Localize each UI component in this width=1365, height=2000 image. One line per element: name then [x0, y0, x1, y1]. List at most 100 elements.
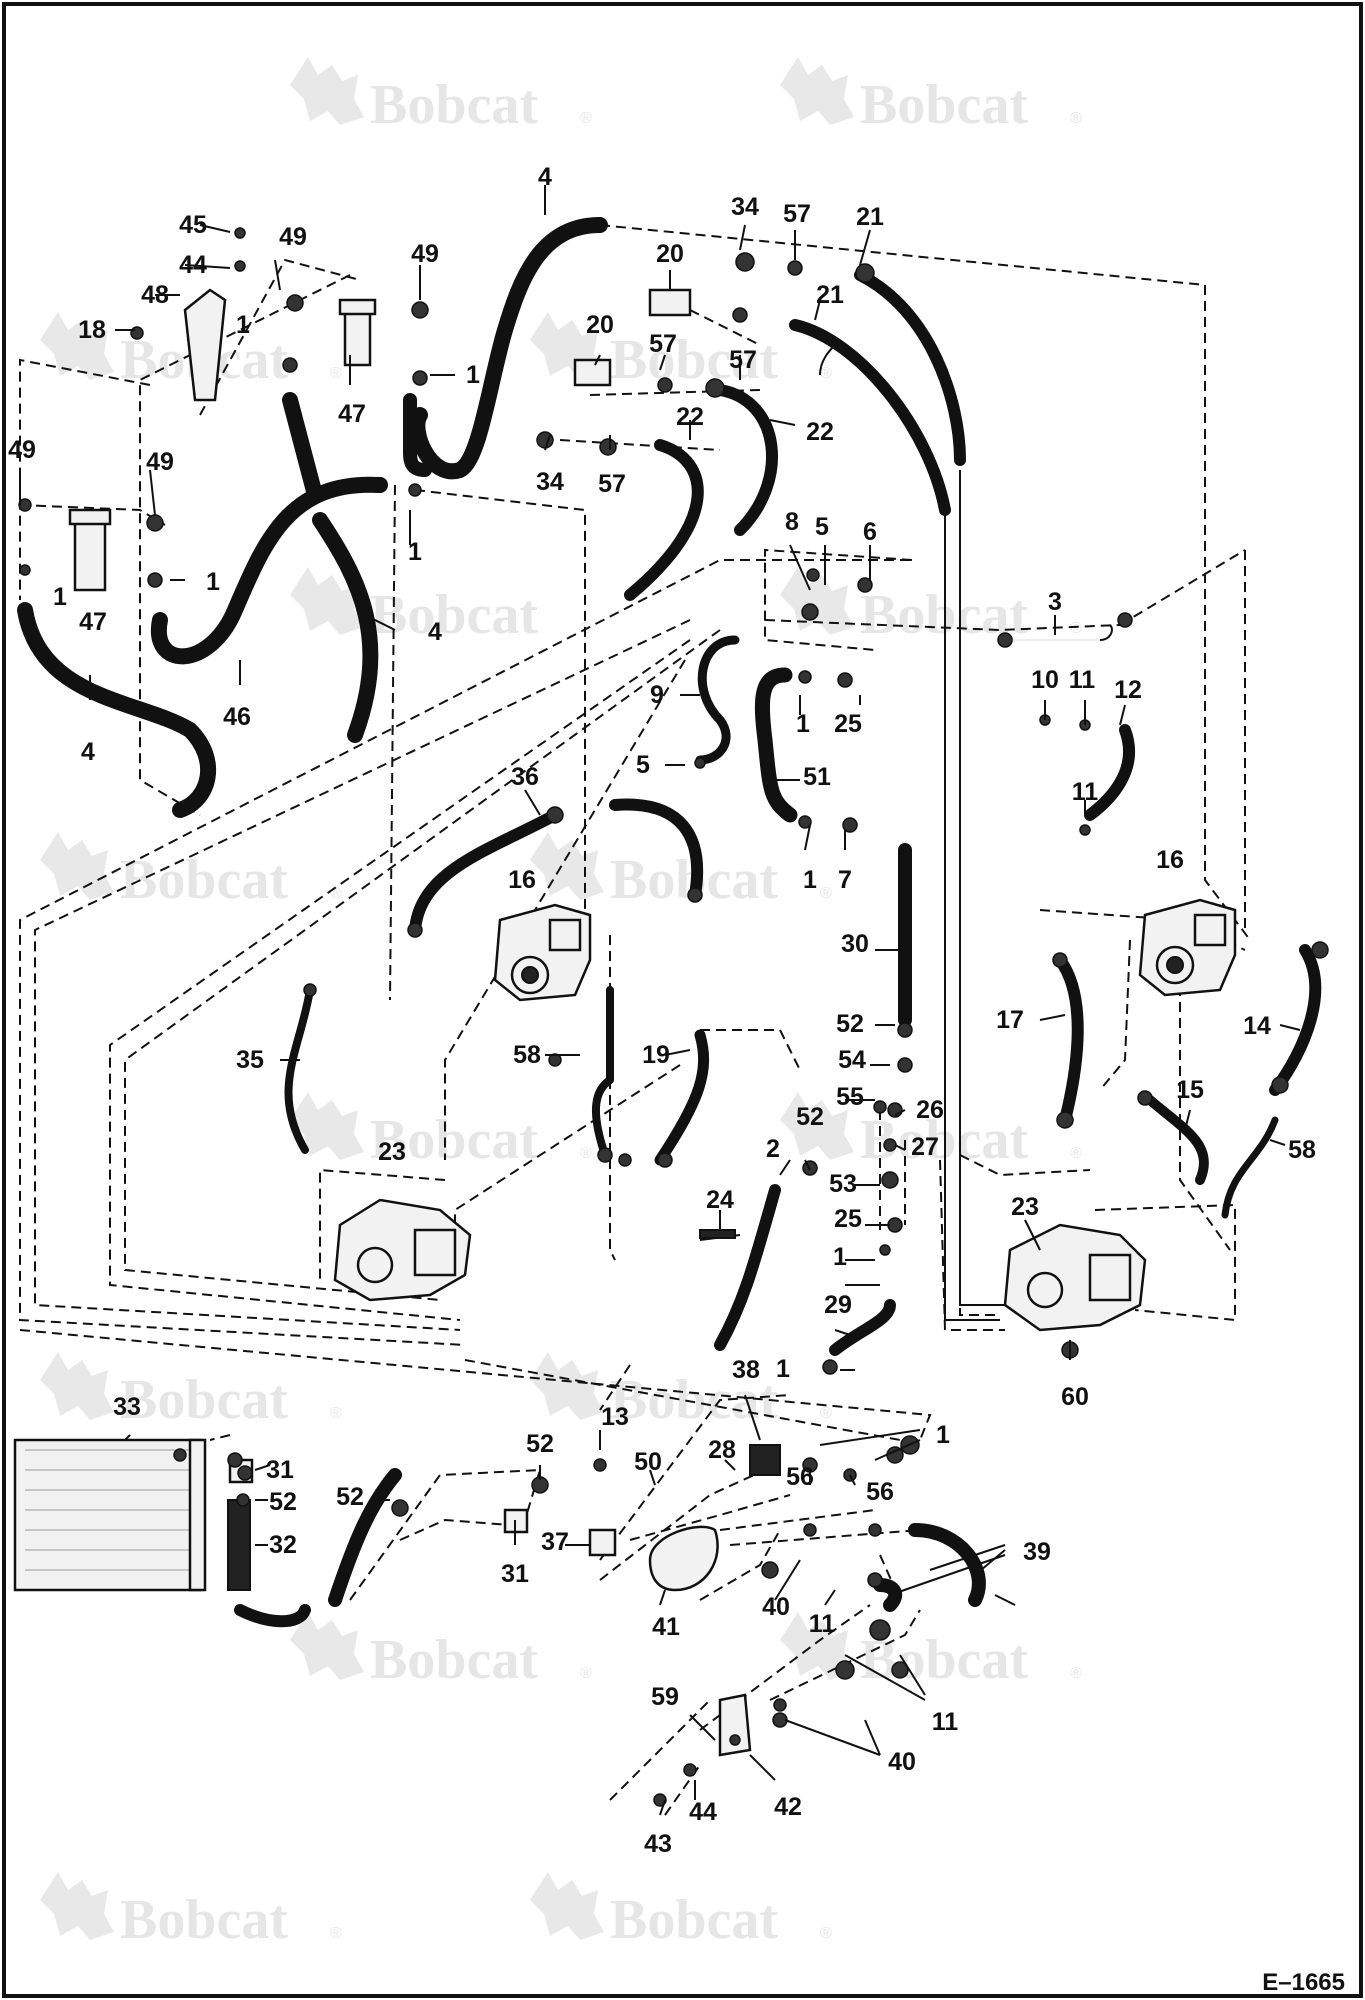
fittings-layer: [18, 227, 1329, 1807]
hose-9: [695, 635, 740, 765]
callout-number: 25: [834, 710, 862, 738]
callout-number: 55: [836, 1083, 864, 1111]
callout-number: 4: [81, 738, 95, 766]
callout-number: 3: [1048, 588, 1062, 616]
callout-number: 11: [809, 1610, 836, 1638]
watermark-registered: ®: [1070, 110, 1082, 127]
fitting-washer: [773, 1698, 787, 1712]
fitting-washer: [873, 1100, 887, 1114]
bobcat-logo-icon: [40, 1352, 114, 1420]
callout-number: 52: [796, 1103, 824, 1131]
callout-number: 20: [656, 240, 684, 268]
callout-number: 58: [1288, 1136, 1316, 1164]
callout-number: 1: [53, 583, 67, 611]
hose-14: [1269, 944, 1322, 1096]
callout-number: 46: [223, 703, 251, 731]
fitting-washer: [1271, 1076, 1289, 1094]
callout-number: 56: [866, 1478, 894, 1506]
fitting-washer: [837, 672, 853, 688]
callout-number: 34: [731, 193, 759, 221]
fitting-washer: [593, 1458, 607, 1472]
watermark-text: Bobcat: [370, 584, 538, 646]
watermark-registered: ®: [580, 1145, 592, 1162]
callout-number: 8: [785, 508, 799, 536]
hose-58-right: [1221, 1116, 1279, 1219]
fitting-washer: [1052, 952, 1068, 968]
callout-number: 52: [269, 1488, 297, 1516]
callout-number: 27: [911, 1133, 939, 1161]
callout-number: 1: [776, 1355, 790, 1383]
bobcat-watermark: Bobcat®: [530, 1352, 832, 1431]
filter-head-41: [648, 1525, 719, 1592]
hose-39-b: [873, 1578, 903, 1612]
hose-19: [654, 1029, 710, 1166]
callout-number: 49: [411, 240, 439, 268]
fitting-washer: [883, 1138, 897, 1152]
fitting-washer: [597, 1147, 613, 1163]
callout-number: 57: [729, 346, 757, 374]
hose-4-upper: [409, 217, 608, 480]
fitting-washer: [1117, 612, 1133, 628]
callout-number: 40: [888, 1748, 916, 1776]
callout-number: 36: [511, 763, 539, 791]
callout-number: 2: [766, 1135, 780, 1163]
callout-number: 54: [838, 1046, 866, 1074]
callout-number: 4: [428, 618, 442, 646]
bobcat-logo-icon: [290, 1612, 364, 1680]
fitting-washer: [881, 1171, 899, 1189]
callout-number: 12: [1114, 676, 1142, 704]
callout-number: 43: [644, 1830, 672, 1858]
callout-number: 33: [113, 1393, 141, 1421]
fitting-washer: [173, 1448, 187, 1462]
pump-16-right: [1138, 898, 1237, 997]
fitting-washer: [286, 294, 304, 312]
bobcat-logo-icon: [530, 1872, 604, 1940]
fitting-washer: [411, 301, 429, 319]
hose-29: [829, 1299, 896, 1356]
fitting-washer: [19, 564, 31, 576]
watermark-text: Bobcat: [120, 849, 288, 911]
callout-number: 49: [146, 448, 174, 476]
bobcat-watermark: Bobcat®: [780, 1612, 1082, 1691]
callout-number: 1: [206, 568, 220, 596]
callout-number: 10: [1031, 666, 1059, 694]
fitting-washer: [869, 1619, 891, 1641]
bobcat-logo-icon: [530, 1352, 604, 1420]
hose-22-a: [714, 384, 778, 536]
fitting-washer: [806, 568, 820, 582]
callout-number: 52: [336, 1483, 364, 1511]
fitting-washer: [887, 1217, 903, 1233]
callout-number: 52: [836, 1010, 864, 1038]
callout-number: 45: [179, 211, 207, 239]
pump-23-right: [1003, 1223, 1147, 1332]
callout-number: 16: [508, 866, 536, 894]
watermark-text: Bobcat: [370, 74, 538, 136]
fitting-washer: [798, 670, 812, 684]
callout-number: 23: [378, 1138, 406, 1166]
watermark-registered: ®: [820, 365, 832, 382]
callout-number: 42: [774, 1793, 802, 1821]
callout-number: 20: [586, 311, 614, 339]
bobcat-watermark: Bobcat®: [40, 832, 342, 911]
watermark-registered: ®: [1070, 620, 1082, 637]
fitting-washer: [657, 1152, 673, 1168]
callout-number: 11: [1069, 666, 1096, 694]
callout-number: 11: [932, 1708, 959, 1736]
fitting-washer: [236, 1493, 250, 1507]
watermark-registered: ®: [1070, 1145, 1082, 1162]
bobcat-logo-icon: [290, 567, 364, 635]
callout-number: 7: [838, 866, 852, 894]
fitting-washer: [835, 1660, 855, 1680]
bobcat-watermark: Bobcat®: [290, 1092, 592, 1171]
fitting-washer: [408, 483, 422, 497]
fitting-washer: [868, 1523, 882, 1537]
callout-number: 49: [279, 223, 307, 251]
watermark-text: Bobcat: [860, 74, 1028, 136]
fitting-washer: [705, 378, 725, 398]
callout-number: 39: [1023, 1538, 1051, 1566]
components: [13, 288, 1237, 1757]
callout-number: 21: [816, 281, 844, 309]
fitting-washer: [687, 887, 703, 903]
